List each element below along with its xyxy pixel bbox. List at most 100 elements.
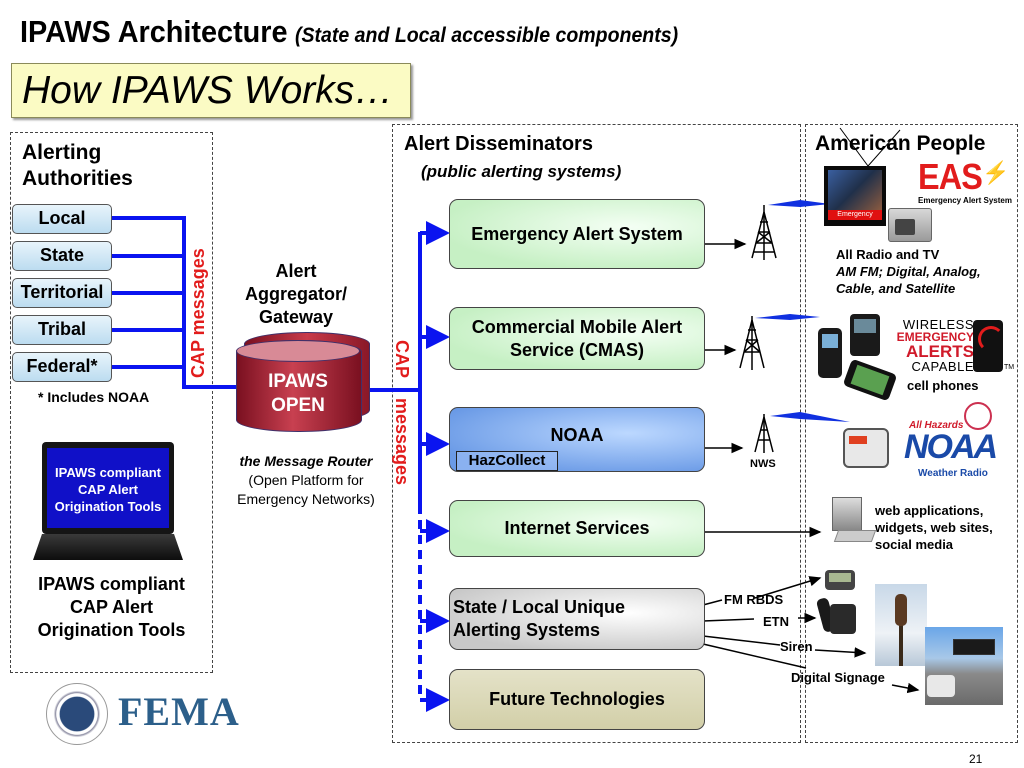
wea-line: WIRELESS xyxy=(902,317,974,332)
broadcast-tower-icon xyxy=(739,316,765,370)
noaa-logo-text: NOAA xyxy=(904,428,998,466)
american-people-panel xyxy=(805,124,1018,743)
web-desc-line: social media xyxy=(875,537,954,552)
title-main: IPAWS Architecture xyxy=(20,14,288,49)
title-line: Authorities xyxy=(22,167,133,190)
disseminator-state-local[interactable]: State / Local Unique Alerting Systems xyxy=(449,588,705,650)
link-siren: Siren xyxy=(780,639,813,654)
noaa-footnote: * Includes NOAA xyxy=(38,389,150,405)
banner-text: How IPAWS Works… xyxy=(22,69,394,112)
authorities-bus xyxy=(112,216,420,392)
disseminator-label: Internet Services xyxy=(504,518,650,538)
american-people-title: American People xyxy=(815,132,986,155)
screen-line: Origination Tools xyxy=(54,499,162,514)
noaa-logo-top: All Hazards xyxy=(909,420,964,431)
radio-tv-caption: All Radio and TV AM FM; Digital, Analog,… xyxy=(836,246,981,297)
broadcast-tower-icon xyxy=(751,205,777,260)
web-caption: web applications, widgets, web sites, so… xyxy=(875,502,993,553)
signal-beams xyxy=(755,200,850,422)
laptop-keyboard xyxy=(33,534,183,560)
radio-tv-desc: AM FM; Digital, Analog, xyxy=(836,264,981,279)
tv-emergency-banner: Emergency xyxy=(828,210,882,220)
disseminator-label: Future Technologies xyxy=(489,689,665,709)
link-etn: ETN xyxy=(763,614,789,629)
cap-messages-label-left: CAP messages xyxy=(188,248,208,378)
disseminator-future[interactable]: Future Technologies xyxy=(449,669,705,730)
weather-radio-icon xyxy=(843,428,889,468)
router-desc-line: (Open Platform for xyxy=(248,472,364,488)
eas-logo: EAS ⚡ Emergency Alert System xyxy=(912,156,1016,206)
link-digital-signage: Digital Signage xyxy=(791,670,885,685)
message-router-caption: the Message Router (Open Platform for Em… xyxy=(222,452,390,509)
link-fm-rbds: FM RBDS xyxy=(724,592,784,607)
db-label-line: IPAWS xyxy=(268,371,328,392)
router-desc-line: Emergency Networks) xyxy=(237,491,375,507)
aggregator-title: Alert Aggregator/ Gateway xyxy=(226,260,366,329)
noaa-logo-subtitle: Weather Radio xyxy=(918,468,988,479)
alerting-authorities-panel xyxy=(10,132,213,673)
eas-logo-text: EAS xyxy=(918,156,983,197)
hazcollect-tag: HazCollect xyxy=(456,451,558,471)
db-label-line: OPEN xyxy=(271,395,325,416)
siren-photo xyxy=(875,584,927,666)
tower-arrows xyxy=(700,238,920,694)
disseminator-eas[interactable]: Emergency Alert System xyxy=(449,199,705,269)
aggregator-title-line: Alert xyxy=(275,261,317,281)
disseminator-label: Emergency Alert System xyxy=(471,223,683,244)
disseminator-internet[interactable]: Internet Services xyxy=(449,500,705,557)
radio-tv-desc: Cable, and Satellite xyxy=(836,281,956,296)
nws-tower-icon xyxy=(754,414,774,453)
router-title: the Message Router xyxy=(239,453,373,469)
disseminator-label: Commercial Mobile Alert Service (CMAS) xyxy=(471,316,683,360)
nws-label: NWS xyxy=(750,458,776,470)
cap-label-right-messages: messages xyxy=(392,398,412,486)
digital-signage-photo xyxy=(925,627,1003,705)
future-dashed-bus xyxy=(418,505,450,712)
origination-tools-caption: IPAWS compliant CAP Alert Origination To… xyxy=(10,573,213,642)
dhs-seal-icon xyxy=(46,683,108,745)
wea-line: EMERGENCY xyxy=(896,330,974,344)
cell-phone-icon xyxy=(818,328,842,378)
laptop-screen: IPAWS compliant CAP Alert Origination To… xyxy=(47,448,169,528)
authority-local[interactable]: Local xyxy=(12,204,112,234)
disseminator-cmas[interactable]: Commercial Mobile Alert Service (CMAS) xyxy=(449,307,705,370)
wea-line: ALERTS xyxy=(906,342,974,361)
eas-logo-subtitle: Emergency Alert System xyxy=(918,196,1012,205)
fema-logo: FEMA xyxy=(118,689,240,734)
disseminator-noaa[interactable]: NOAA HazCollect xyxy=(449,407,705,472)
screen-line: CAP Alert xyxy=(78,482,138,497)
aggregator-title-line: Gateway xyxy=(258,307,334,327)
authority-territorial[interactable]: Territorial xyxy=(12,278,112,308)
smartphone-icon xyxy=(850,314,880,356)
wea-line: CAPABLE xyxy=(911,359,974,374)
noaa-weather-radio-logo: All Hazards NOAA Weather Radio xyxy=(904,402,998,496)
keyboard-icon xyxy=(833,530,877,542)
telephone-icon xyxy=(815,597,858,642)
radio-tv-title: All Radio and TV xyxy=(836,247,940,262)
caption-line: CAP Alert xyxy=(69,597,154,617)
authority-federal[interactable]: Federal* xyxy=(12,352,112,382)
aggregator-title-line: Aggregator/ xyxy=(244,284,347,304)
tv-antenna xyxy=(839,127,901,167)
wea-trademark: TM xyxy=(1004,364,1015,371)
web-desc-line: web applications, xyxy=(875,503,984,518)
wea-signal-icon xyxy=(973,320,1004,372)
pager-icon xyxy=(825,570,855,590)
page-number: 21 xyxy=(969,752,983,766)
title-subtitle: (State and Local accessible components) xyxy=(294,24,679,47)
authority-state[interactable]: State xyxy=(12,241,112,271)
alert-disseminators-panel xyxy=(392,124,801,743)
web-desc-line: widgets, web sites, xyxy=(875,520,993,535)
laptop-image: IPAWS compliant CAP Alert Origination To… xyxy=(33,442,183,566)
caption-line: IPAWS compliant xyxy=(38,574,185,594)
disseminator-label: NOAA xyxy=(550,425,604,445)
ipaws-open-database-icon: IPAWS OPEN xyxy=(236,332,370,432)
lightning-icon: ⚡ xyxy=(982,160,1010,185)
page-title: IPAWS Architecture (State and Local acces… xyxy=(20,14,678,50)
tv-icon: Emergency xyxy=(824,166,886,226)
radio-icon xyxy=(888,208,932,242)
authority-tribal[interactable]: Tribal xyxy=(12,315,112,345)
disseminators-subtitle: (public alerting systems) xyxy=(421,162,622,181)
disseminators-title: Alert Disseminators xyxy=(404,133,593,155)
